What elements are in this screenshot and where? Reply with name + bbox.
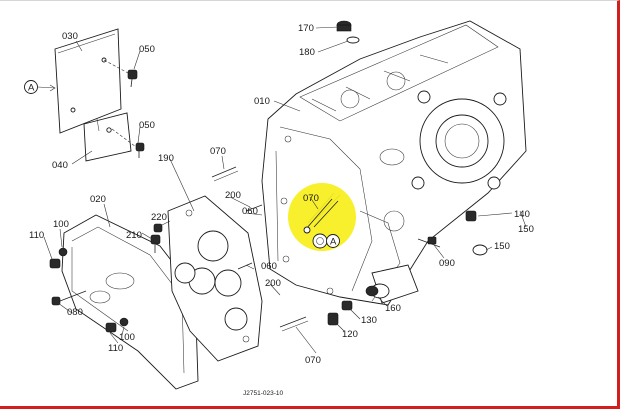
callout-060-lower: 060	[261, 261, 277, 272]
plug-140	[465, 210, 477, 222]
callout-200-upper: 200	[225, 190, 241, 201]
callout-100-lower: 100	[119, 332, 135, 343]
callout-130: 130	[361, 315, 377, 326]
cap-170	[336, 20, 352, 32]
callout-labels: 030 050 050 040 170 180 010 190 070 070 …	[29, 23, 534, 366]
gasket-190	[167, 195, 263, 362]
bolt-220	[153, 223, 163, 233]
callout-090: 090	[439, 258, 455, 269]
bolt-130	[341, 300, 353, 311]
callout-030: 030	[62, 31, 78, 42]
callout-110-upper: 110	[29, 230, 44, 241]
leader-lines	[43, 26, 527, 354]
crankcase-010	[261, 20, 527, 306]
callout-100-upper: 100	[53, 219, 69, 230]
callout-110-lower: 110	[108, 343, 123, 354]
reference-marker-a-right: A	[326, 234, 340, 248]
callout-180: 180	[299, 47, 315, 58]
highlight-marker	[288, 183, 356, 251]
highlighted-pins	[303, 198, 339, 249]
drawing-number: J2751-023-10	[243, 390, 283, 397]
washer-180	[346, 36, 360, 44]
bolt-110-upper	[49, 258, 61, 269]
bolt-050-upper	[127, 69, 138, 88]
bolt-110-lower	[105, 322, 117, 333]
callout-190: 190	[158, 153, 174, 164]
svg-text:A: A	[28, 83, 35, 94]
bolt-210	[150, 234, 161, 253]
nut-100-lower	[119, 317, 129, 327]
stud-070-lower	[279, 316, 309, 332]
callout-010: 010	[254, 96, 270, 107]
stud-070-upper	[211, 166, 239, 182]
pin-060	[237, 262, 253, 270]
callout-150-lower: 150	[494, 241, 510, 252]
callout-140: 140	[514, 209, 530, 220]
callout-070-highlight: 070	[303, 193, 319, 204]
bolt-120	[327, 312, 339, 326]
callout-040: 040	[52, 160, 68, 171]
callout-200-lower: 200	[265, 278, 281, 289]
callout-070-upper: 070	[210, 146, 226, 157]
callout-220: 220	[151, 212, 167, 223]
svg-text:A: A	[330, 237, 337, 248]
callout-060-upper: 060	[242, 206, 258, 217]
callout-150-right: 150	[518, 224, 534, 235]
pin-200	[245, 204, 263, 212]
cover-plate-030	[54, 28, 122, 134]
callout-120: 120	[342, 329, 358, 340]
callout-160: 160	[385, 303, 401, 314]
bolt-050-lower	[135, 142, 145, 158]
callout-050-upper: 050	[139, 44, 155, 55]
filter-160	[365, 285, 379, 297]
callout-210: 210	[126, 230, 142, 241]
plug-150-lower	[472, 244, 488, 256]
front-cover-020	[61, 214, 199, 390]
nut-100-upper	[58, 247, 68, 257]
bolt-090	[417, 236, 441, 248]
callout-170: 170	[298, 23, 314, 34]
reference-marker-a-left: A	[24, 80, 56, 94]
callout-070-lower: 070	[305, 355, 321, 366]
callout-020: 020	[90, 194, 106, 205]
gasket-040	[83, 112, 132, 162]
callout-080: 080	[67, 307, 83, 318]
callout-050-lower: 050	[139, 120, 155, 131]
